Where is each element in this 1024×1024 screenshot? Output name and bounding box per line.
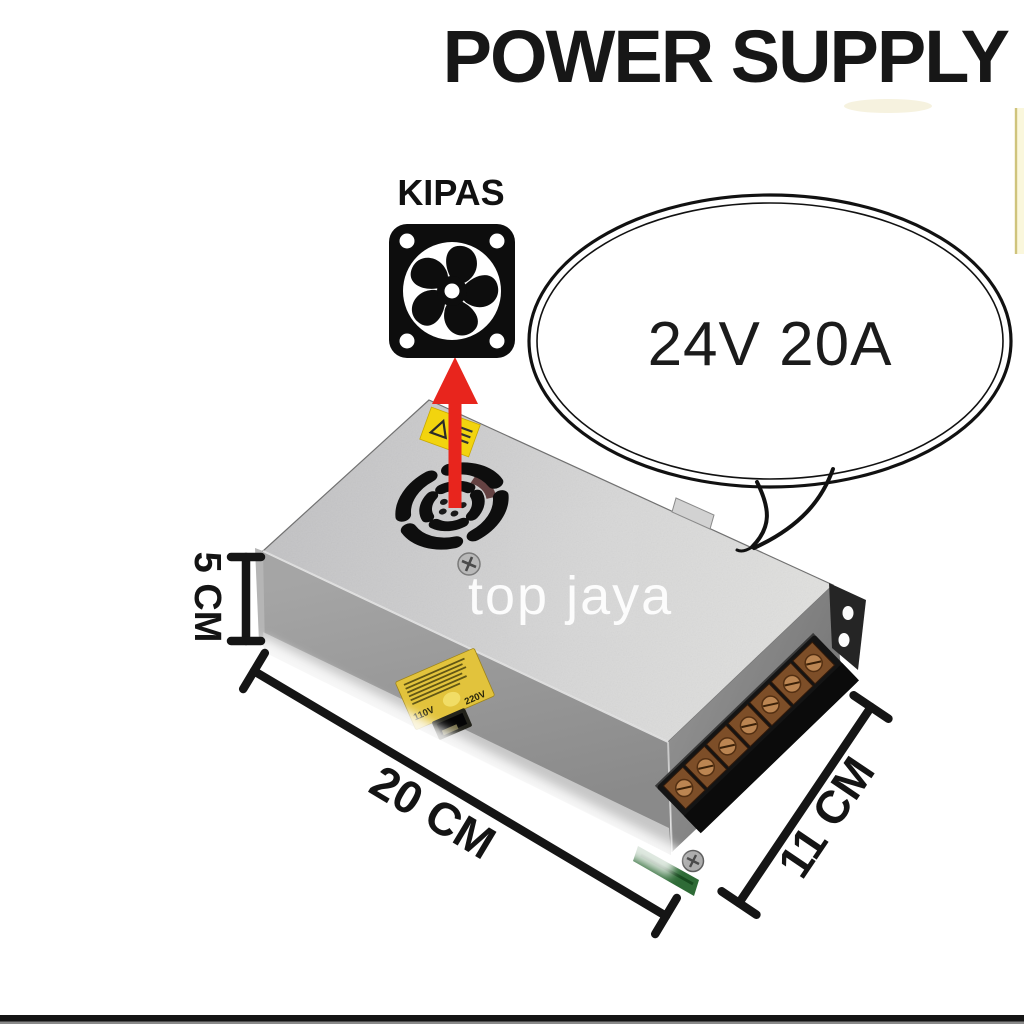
side-note-strip [1014, 108, 1024, 254]
reflection-glow [249, 636, 683, 878]
rear-flange [671, 497, 715, 530]
warning-triangle-icon [428, 418, 448, 440]
edge-highlight [262, 550, 669, 743]
airflow-arrow-icon [432, 357, 478, 508]
terminal-screws [662, 641, 836, 810]
case-screw-top [457, 552, 481, 576]
depth-dimension-line [717, 691, 893, 919]
fan-blades [410, 245, 499, 336]
psu-left-edge [255, 548, 267, 650]
photo-smudge [844, 99, 932, 113]
speech-bubble [527, 193, 1013, 553]
bottom-bar [0, 1015, 1024, 1024]
sticker-blob [442, 691, 461, 707]
case-screw-bottom [681, 849, 705, 873]
speech-bubble-text: 24V 20A [647, 310, 893, 379]
fan-icon [389, 224, 515, 358]
length-dimension-line [238, 648, 682, 939]
terminal-block [654, 632, 859, 834]
page-title: POWER SUPPLY [442, 15, 1010, 98]
fan-grille [395, 462, 509, 550]
voltage-sticker-front: 110V 220V [395, 648, 495, 730]
bottom-bar-edge [0, 1021, 1024, 1024]
mounting-bracket [829, 583, 866, 670]
fan-label: KIPAS [397, 172, 505, 213]
dimension-lines [226, 552, 893, 939]
height-dimension-line [226, 552, 266, 646]
dimension-label-height: 5 CM [186, 551, 228, 643]
watermark: top jaya [468, 566, 674, 626]
power-supply-unit: 110V 220V [255, 399, 866, 896]
